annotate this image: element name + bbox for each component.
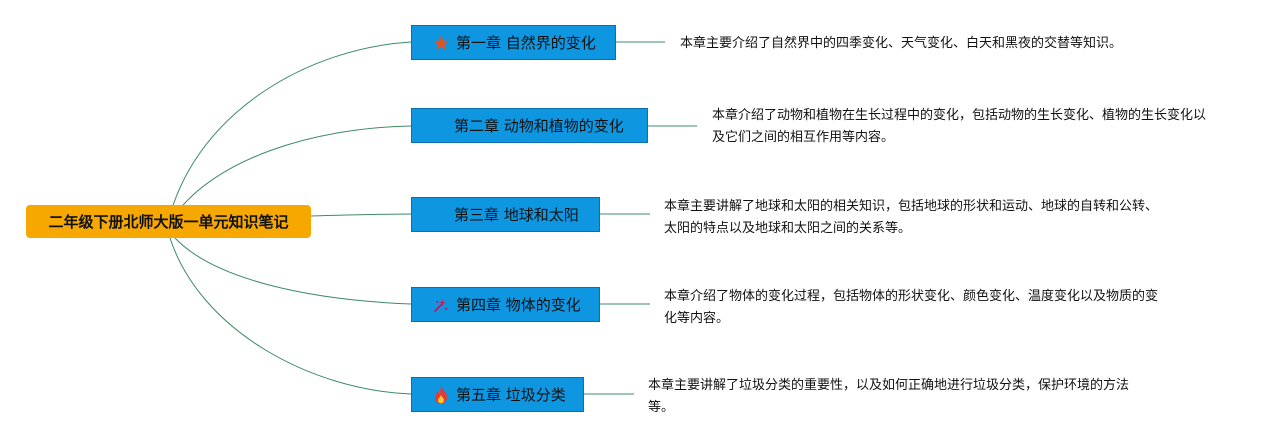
branch-line-3	[310, 213, 412, 217]
root-node[interactable]: 二年级下册北师大版一单元知识笔记	[26, 205, 311, 238]
branch-line-1	[169, 41, 412, 216]
chapter-desc-5: 本章主要讲解了垃圾分类的重要性，以及如何正确地进行垃圾分类，保护环境的方法等。	[648, 378, 1130, 415]
branch-line-2	[174, 125, 412, 216]
star-icon	[430, 32, 452, 54]
chapter-title-3: 第三章 地球和太阳	[454, 206, 579, 224]
chapter-node-5[interactable]: 第五章 垃圾分类	[411, 377, 584, 412]
chapter-node-4[interactable]: 第四章 物体的变化	[411, 287, 600, 322]
chapter-title-1: 第一章 自然界的变化	[456, 34, 596, 52]
flame-icon	[430, 384, 452, 406]
branch-line-5	[169, 237, 412, 395]
sparkle-icon	[430, 294, 452, 316]
chapter-desc-3: 本章主要讲解了地球和太阳的相关知识，包括地球的形状和运动、地球的自转和公转、太阳…	[664, 199, 1159, 236]
chapter-node-2[interactable]: 第二章 动物和植物的变化	[411, 108, 648, 143]
chapter-node-1[interactable]: 第一章 自然界的变化	[411, 25, 616, 60]
chapter-title-5: 第五章 垃圾分类	[456, 386, 566, 404]
chapter-title-2: 第二章 动物和植物的变化	[454, 117, 624, 135]
chapter-desc-4: 本章介绍了物体的变化过程，包括物体的形状变化、颜色变化、温度变化以及物质的变化等…	[664, 289, 1159, 326]
chapter-node-3[interactable]: 第三章 地球和太阳	[411, 197, 600, 232]
chapter-title-4: 第四章 物体的变化	[456, 296, 581, 314]
chapter-desc-1: 本章主要介绍了自然界中的四季变化、天气变化、白天和黑夜的交替等知识。	[680, 36, 1123, 51]
branch-line-4	[174, 237, 412, 305]
root-title: 二年级下册北师大版一单元知识笔记	[48, 213, 289, 231]
chapter-desc-2: 本章介绍了动物和植物在生长过程中的变化，包括动物的生长变化、植物的生长变化以及它…	[712, 108, 1207, 145]
